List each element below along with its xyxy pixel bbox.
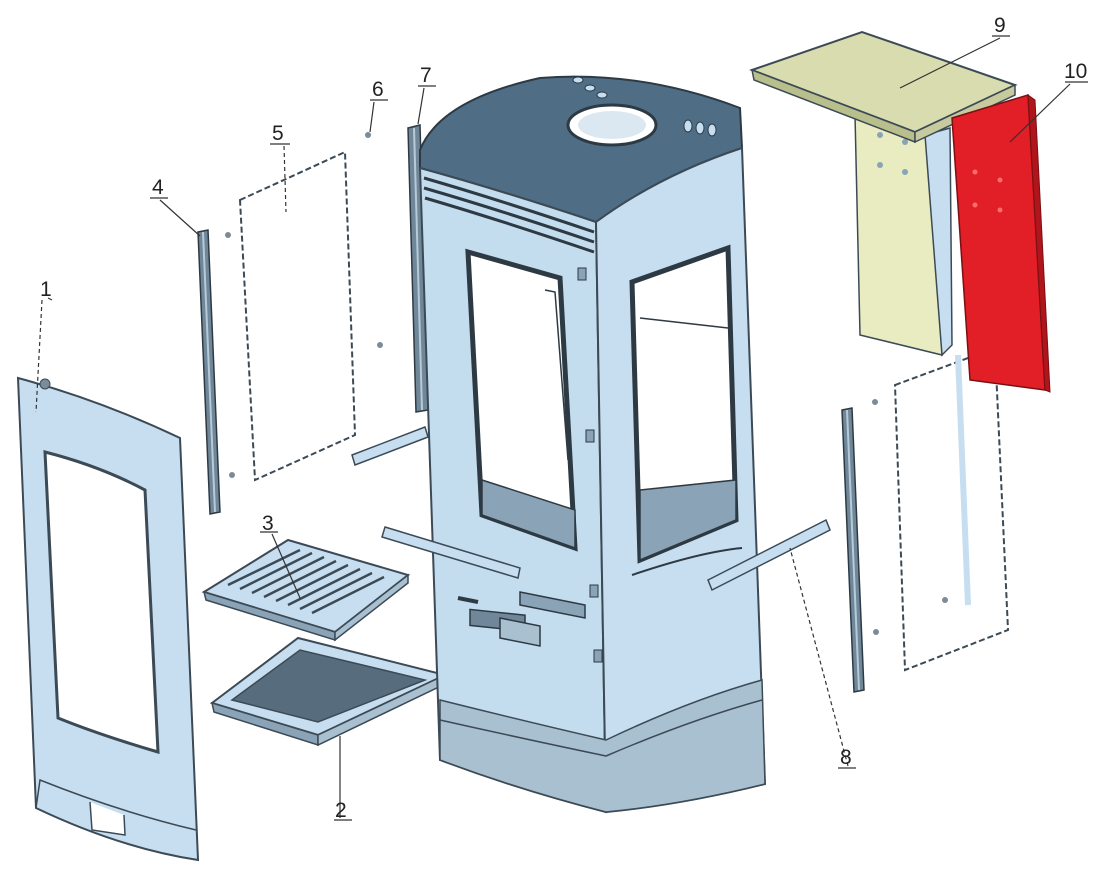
leader-lines bbox=[35, 35, 1088, 821]
part-1-door-frame bbox=[16, 376, 200, 862]
label-part-8: 8 bbox=[840, 746, 852, 769]
label-part-10: 10 bbox=[1064, 60, 1087, 83]
label-part-7: 7 bbox=[420, 64, 432, 87]
label-part-5: 5 bbox=[272, 122, 284, 145]
part-10-red-panel bbox=[951, 93, 1051, 393]
part-4-seal-strip bbox=[197, 229, 221, 515]
right-seal-strip bbox=[841, 407, 865, 693]
part-2-ash-pan bbox=[209, 636, 448, 747]
right-side-glass bbox=[872, 346, 1010, 672]
stove-body bbox=[418, 75, 767, 814]
label-part-4: 4 bbox=[152, 176, 164, 199]
part-9-top-panel bbox=[749, 30, 1018, 357]
label-part-6: 6 bbox=[372, 78, 384, 101]
part-3-grate bbox=[201, 538, 411, 642]
label-part-1: 1 bbox=[40, 278, 52, 301]
rods bbox=[351, 426, 831, 592]
part-labels: 1 2 3 4 5 6 7 8 9 10 bbox=[40, 14, 1087, 822]
label-part-9: 9 bbox=[994, 14, 1006, 37]
label-part-3: 3 bbox=[262, 512, 274, 535]
part-5-side-glass bbox=[225, 132, 383, 482]
label-part-2: 2 bbox=[335, 799, 347, 822]
